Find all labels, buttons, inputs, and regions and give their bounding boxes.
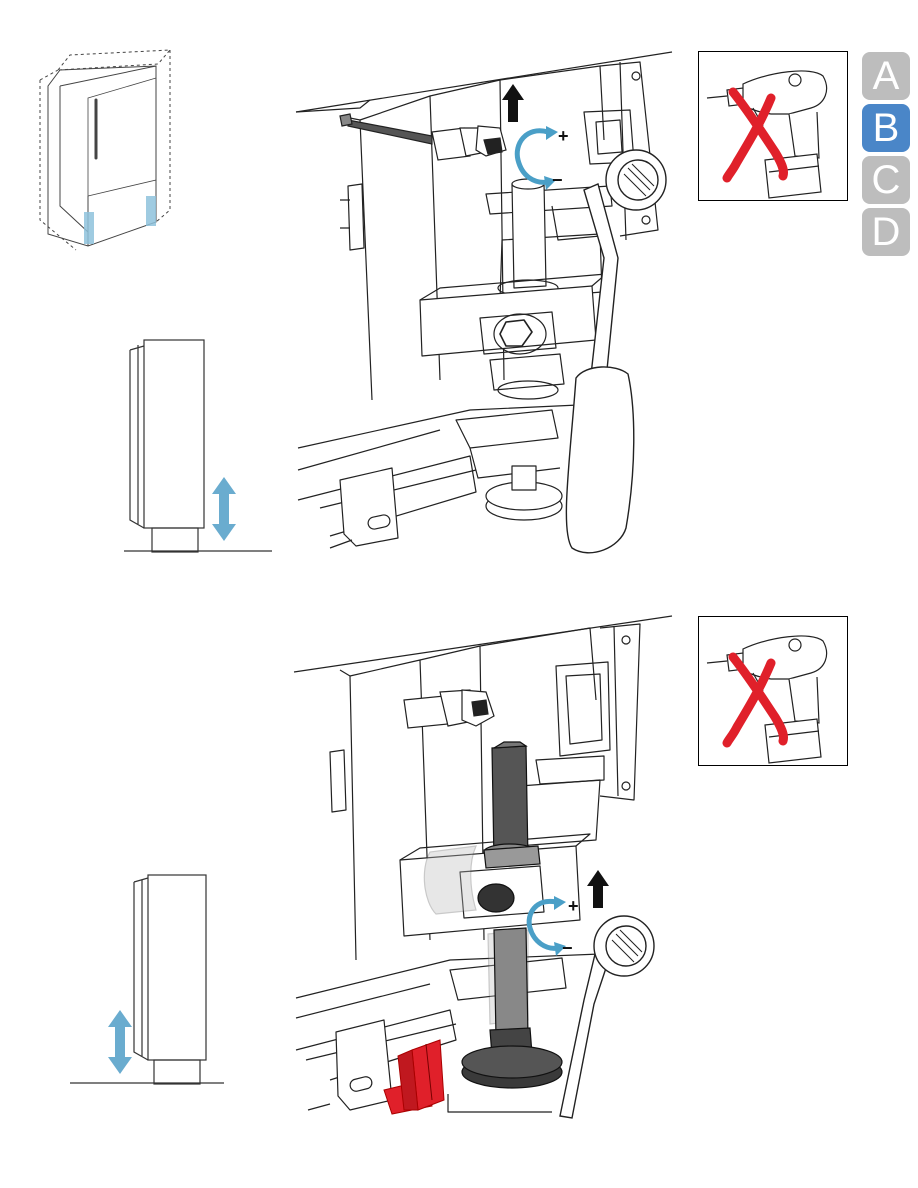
rotation-minus-label-2: − bbox=[562, 938, 573, 958]
rotation-plus-label-2: + bbox=[568, 896, 579, 916]
no-drill-panel-2 bbox=[698, 616, 848, 766]
drill-crossed-out-icon-2 bbox=[699, 617, 847, 765]
